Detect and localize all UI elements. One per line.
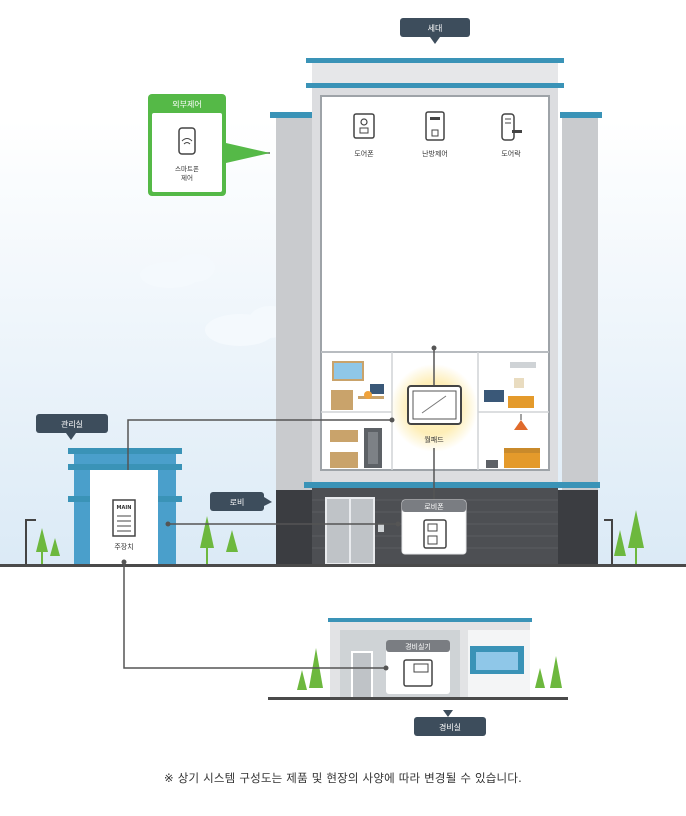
doorlock-label: 도어락	[501, 149, 521, 158]
guard-room-tag	[414, 710, 486, 736]
smartphone-label-line2: 제어	[181, 173, 193, 182]
heating-control-label: 난방제어	[422, 149, 448, 158]
connection-lines	[123, 152, 398, 669]
external-control-label: 외부제어	[172, 99, 201, 109]
heating-control-icon	[425, 111, 445, 141]
streetlight	[25, 519, 613, 564]
lobby-tag	[210, 492, 272, 511]
unit-tag	[400, 18, 470, 44]
bedroom	[486, 414, 540, 468]
guard-phone-label: 경비실기	[405, 642, 431, 651]
wallpad-icon	[407, 385, 462, 425]
guard-room-tag-label: 경비실	[439, 722, 461, 732]
doorlock-icon	[501, 113, 522, 141]
lobby-door	[325, 497, 384, 565]
management-office-tag-label: 관리실	[61, 419, 83, 429]
smartphone-label-line1: 스마트폰	[175, 164, 199, 173]
guard-phone-box	[386, 640, 450, 694]
unit-tag-label: 세대	[428, 24, 443, 33]
study-room	[331, 361, 384, 410]
right-tower	[562, 118, 598, 490]
kitchen-room	[330, 428, 382, 468]
main-unit-icon	[112, 499, 136, 537]
smartphone-icon	[178, 127, 196, 155]
footnote: ※ 상기 시스템 구성도는 제품 및 현장의 사양에 따라 변경될 수 있습니다…	[164, 771, 522, 785]
wallpad-label: 월패드	[424, 435, 444, 444]
lobby-tag-label: 로비	[230, 498, 245, 507]
left-tower	[276, 118, 312, 490]
connection-dots	[121, 417, 401, 671]
doorphone-icon	[353, 113, 375, 139]
lobbyphone-box	[401, 499, 467, 555]
living-room	[484, 362, 536, 408]
main-unit-label: 주장치	[114, 542, 133, 551]
tree	[36, 510, 644, 690]
ground-line	[0, 564, 686, 567]
management-office-tag	[36, 414, 108, 440]
main-tag: MAIN	[117, 505, 132, 511]
guard-ground-line	[268, 697, 568, 700]
doorphone-label: 도어폰	[354, 149, 374, 158]
lobbyphone-label: 로비폰	[424, 502, 444, 511]
